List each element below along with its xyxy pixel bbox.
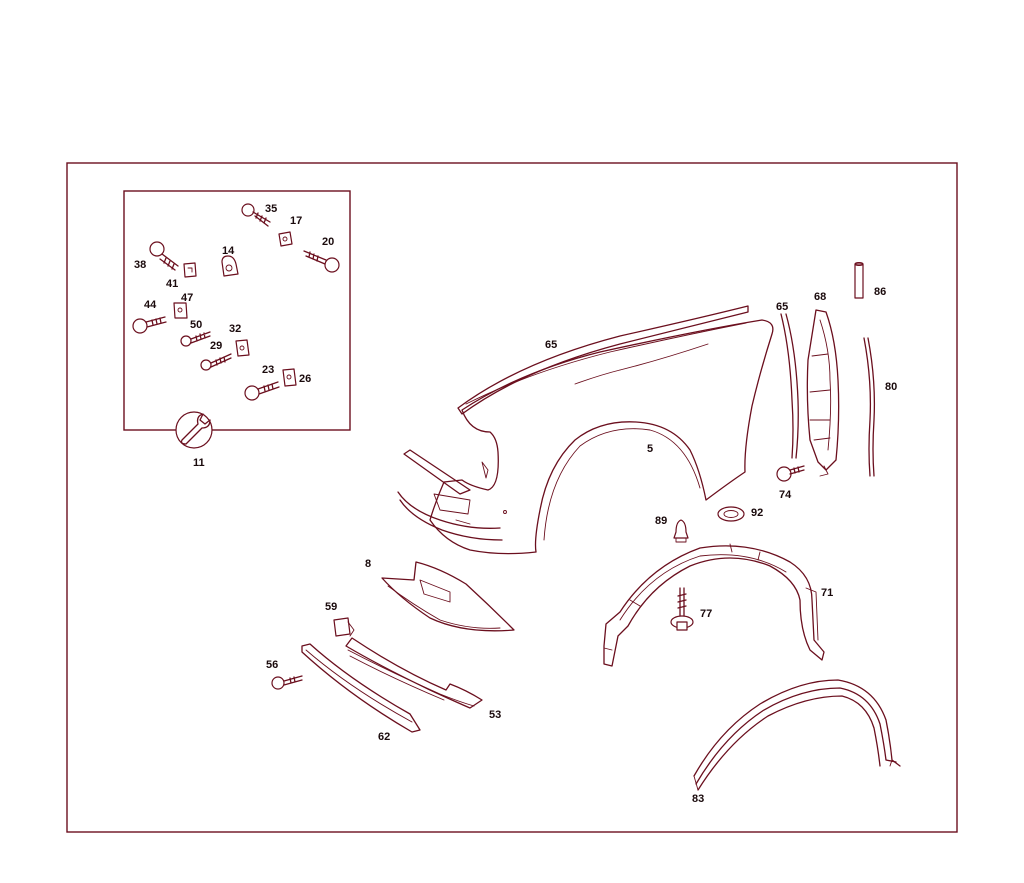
part-41-clip[interactable] xyxy=(183,262,197,278)
label-71: 71 xyxy=(821,587,833,599)
label-29: 29 xyxy=(210,340,222,352)
wrench-icon xyxy=(175,411,213,449)
label-56: 56 xyxy=(266,659,278,671)
part-20-screw[interactable] xyxy=(303,250,340,273)
part-47-clip[interactable] xyxy=(173,302,188,319)
label-14: 14 xyxy=(222,245,235,257)
label-41: 41 xyxy=(166,278,178,290)
part-71-wheel-housing[interactable] xyxy=(603,543,825,667)
label-68: 68 xyxy=(814,291,826,303)
label-86: 86 xyxy=(874,286,886,298)
label-17: 17 xyxy=(290,215,302,227)
label-11: 11 xyxy=(193,457,205,469)
label-53: 53 xyxy=(489,709,501,721)
label-65-right: 65 xyxy=(776,301,788,313)
part-53-lower-strip[interactable] xyxy=(345,637,483,709)
part-74-bolt[interactable] xyxy=(776,465,805,482)
label-80: 80 xyxy=(885,381,897,393)
label-77: 77 xyxy=(700,608,712,620)
label-20: 20 xyxy=(322,236,334,248)
part-56-screw[interactable] xyxy=(271,675,303,690)
part-32-clip[interactable] xyxy=(235,339,250,357)
part-92-grommet[interactable] xyxy=(717,506,745,522)
label-44: 44 xyxy=(144,299,157,311)
part-83-wheel-arch-trim[interactable] xyxy=(693,679,901,791)
part-5-fender[interactable] xyxy=(429,319,774,555)
label-62: 62 xyxy=(378,731,390,743)
part-62-lower-molding[interactable] xyxy=(301,643,421,733)
part-26-clip[interactable] xyxy=(282,368,297,387)
label-5: 5 xyxy=(647,443,653,455)
label-32: 32 xyxy=(229,323,241,335)
diagram-frame xyxy=(66,162,958,833)
part-86-pin[interactable] xyxy=(854,262,864,299)
label-59: 59 xyxy=(325,601,337,613)
label-23: 23 xyxy=(262,364,274,376)
label-89: 89 xyxy=(655,515,667,527)
part-68-bracket[interactable] xyxy=(806,309,840,477)
part-50-screw[interactable] xyxy=(180,331,211,347)
fastener-inset-box xyxy=(123,190,351,431)
part-89-clip[interactable] xyxy=(673,519,689,543)
part-44-bolt[interactable] xyxy=(132,316,167,334)
label-8: 8 xyxy=(365,558,371,570)
part-14-nut[interactable] xyxy=(221,255,239,277)
label-65-top: 65 xyxy=(545,339,557,351)
fender-nose-bracket xyxy=(397,449,503,541)
part-29-screw[interactable] xyxy=(200,353,232,371)
part-17-clip[interactable] xyxy=(278,231,293,247)
part-65-vertical-strip[interactable] xyxy=(780,313,799,459)
part-35-bolt[interactable] xyxy=(241,203,271,227)
part-77-bolt[interactable] xyxy=(670,587,694,631)
label-26: 26 xyxy=(299,373,311,385)
label-83: 83 xyxy=(692,793,704,805)
part-65-top-molding[interactable] xyxy=(457,305,749,415)
label-35: 35 xyxy=(265,203,277,215)
label-92: 92 xyxy=(751,507,763,519)
label-50: 50 xyxy=(190,319,202,331)
label-74: 74 xyxy=(779,489,792,501)
part-59-clip[interactable] xyxy=(333,617,355,637)
part-38-bolt[interactable] xyxy=(149,241,179,271)
part-80-seal-strip[interactable] xyxy=(863,337,876,477)
part-8-lower-front[interactable] xyxy=(381,561,515,632)
part-23-bolt[interactable] xyxy=(244,381,280,401)
label-47: 47 xyxy=(181,292,193,304)
label-38: 38 xyxy=(134,259,146,271)
